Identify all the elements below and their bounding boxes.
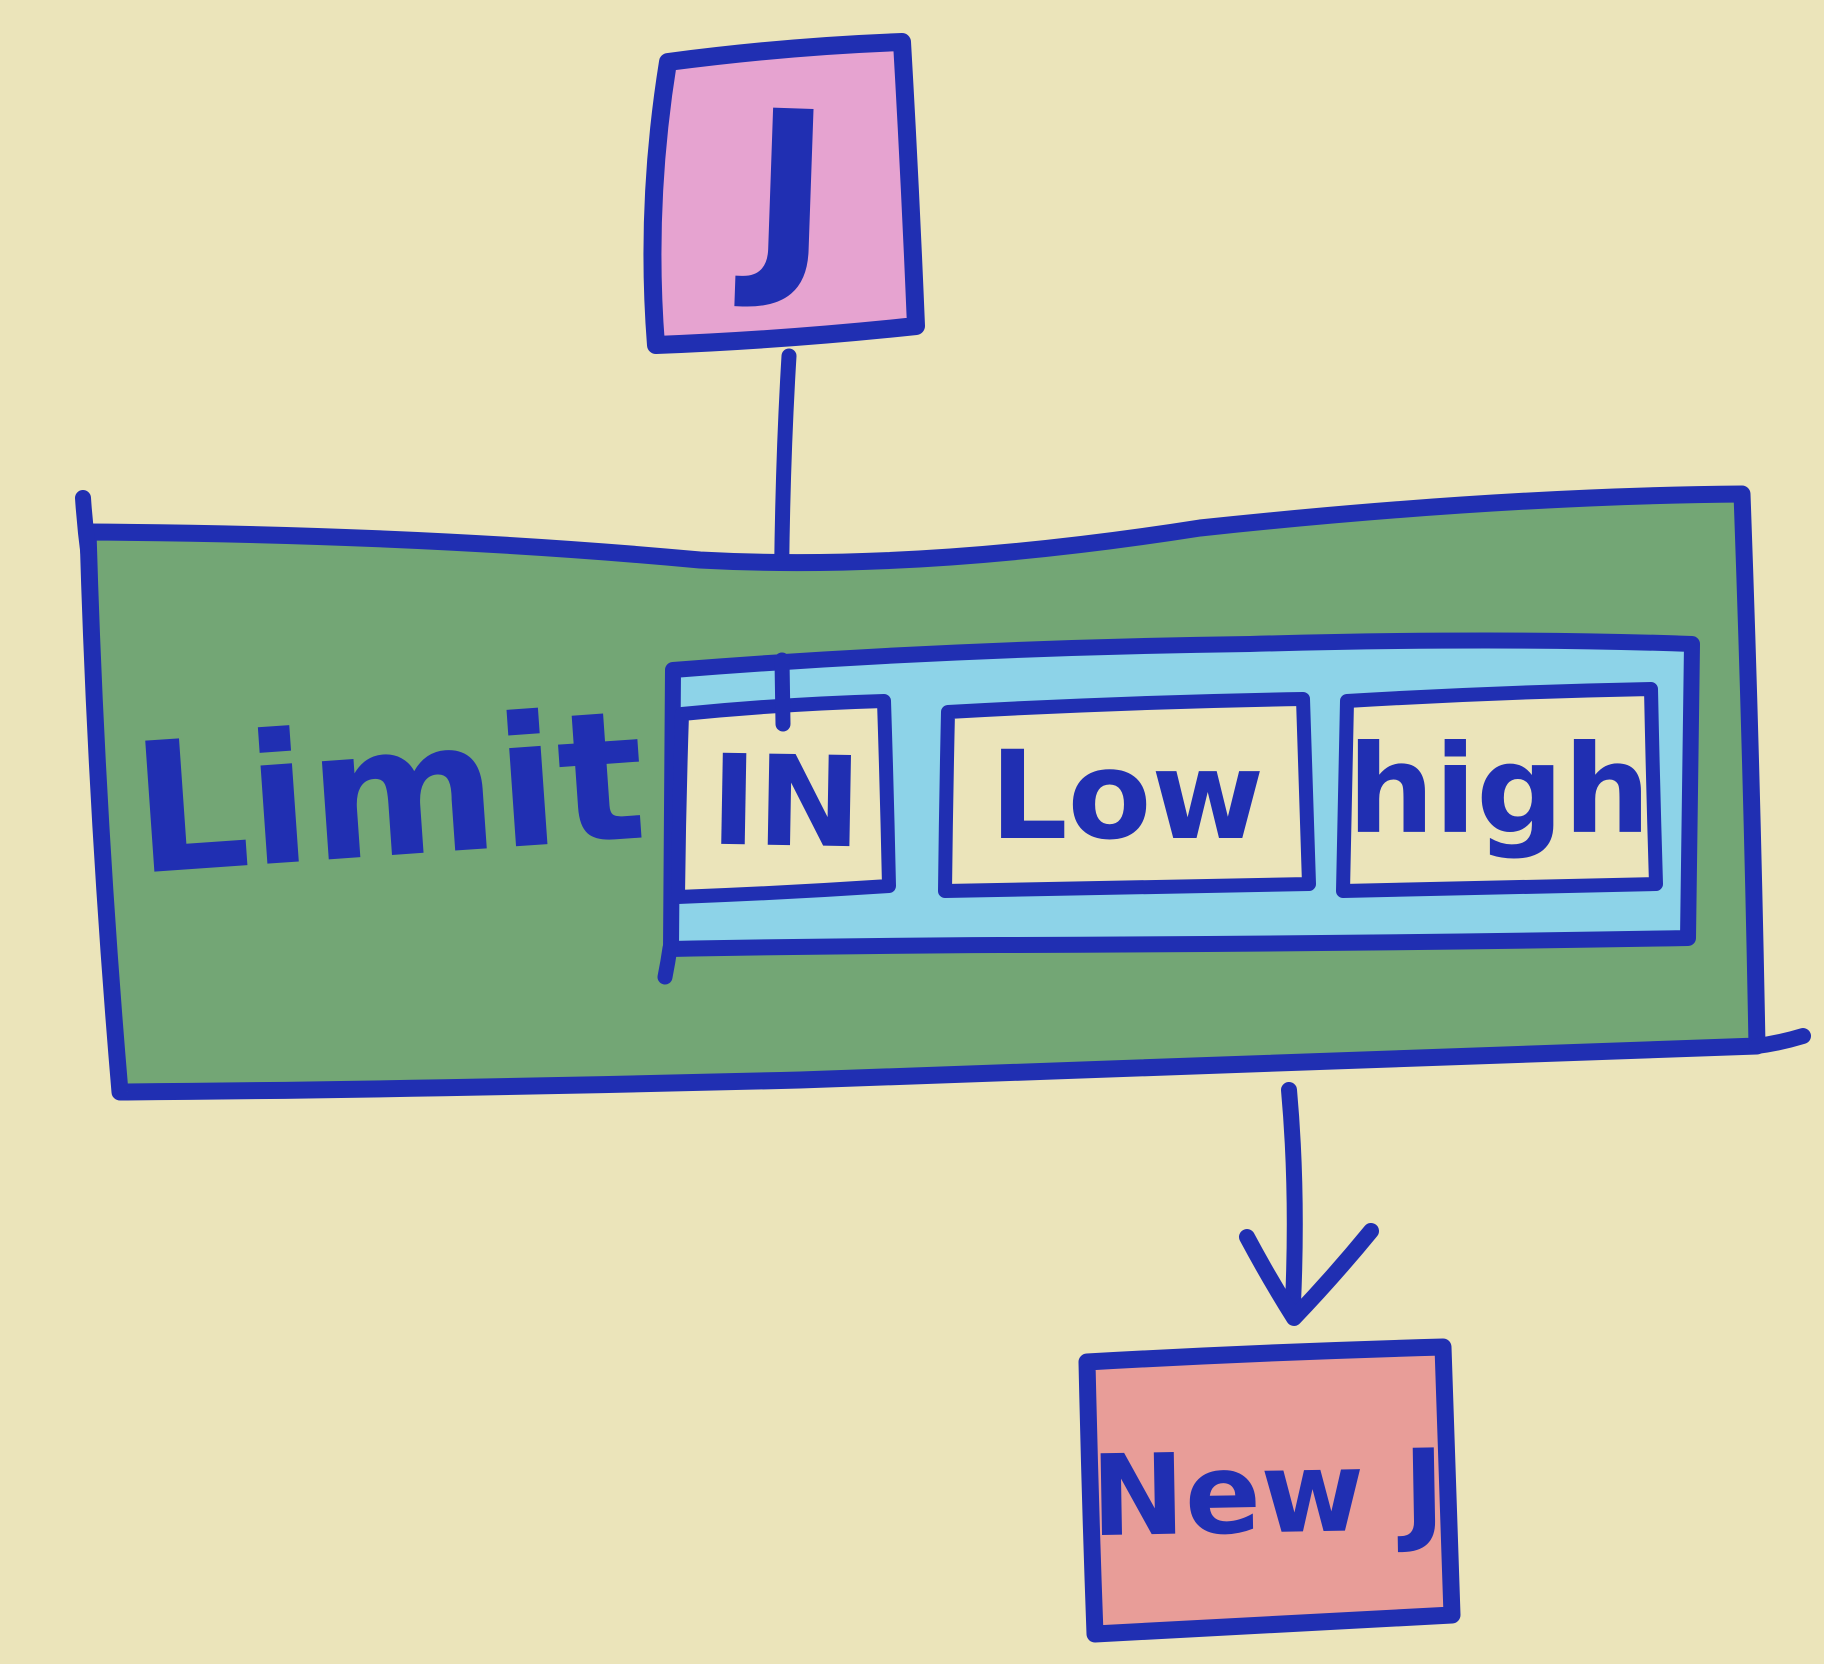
node-high-label: high bbox=[1348, 719, 1651, 861]
arrow-limit-to-newj-shaft bbox=[1281, 1082, 1303, 1311]
limit-corner-overshoot-bottomright bbox=[1749, 1028, 1811, 1054]
limit-corner-overshoot-topleft bbox=[75, 490, 97, 566]
node-in bbox=[671, 694, 896, 904]
node-new-j-label: New J bbox=[1090, 1426, 1446, 1562]
arrow-j-to-in-tip bbox=[774, 652, 791, 732]
node-low bbox=[938, 692, 1316, 898]
node-new-j bbox=[1078, 1338, 1461, 1643]
arrow-limit-to-newj-head bbox=[1239, 1223, 1379, 1326]
node-low-label: Low bbox=[990, 725, 1264, 867]
node-high bbox=[1336, 682, 1663, 898]
args-strip-overshoot-bottomleft bbox=[657, 940, 678, 985]
node-in-label: IN bbox=[709, 729, 863, 877]
node-limit-label: Limit bbox=[126, 671, 651, 915]
node-j bbox=[643, 33, 925, 354]
